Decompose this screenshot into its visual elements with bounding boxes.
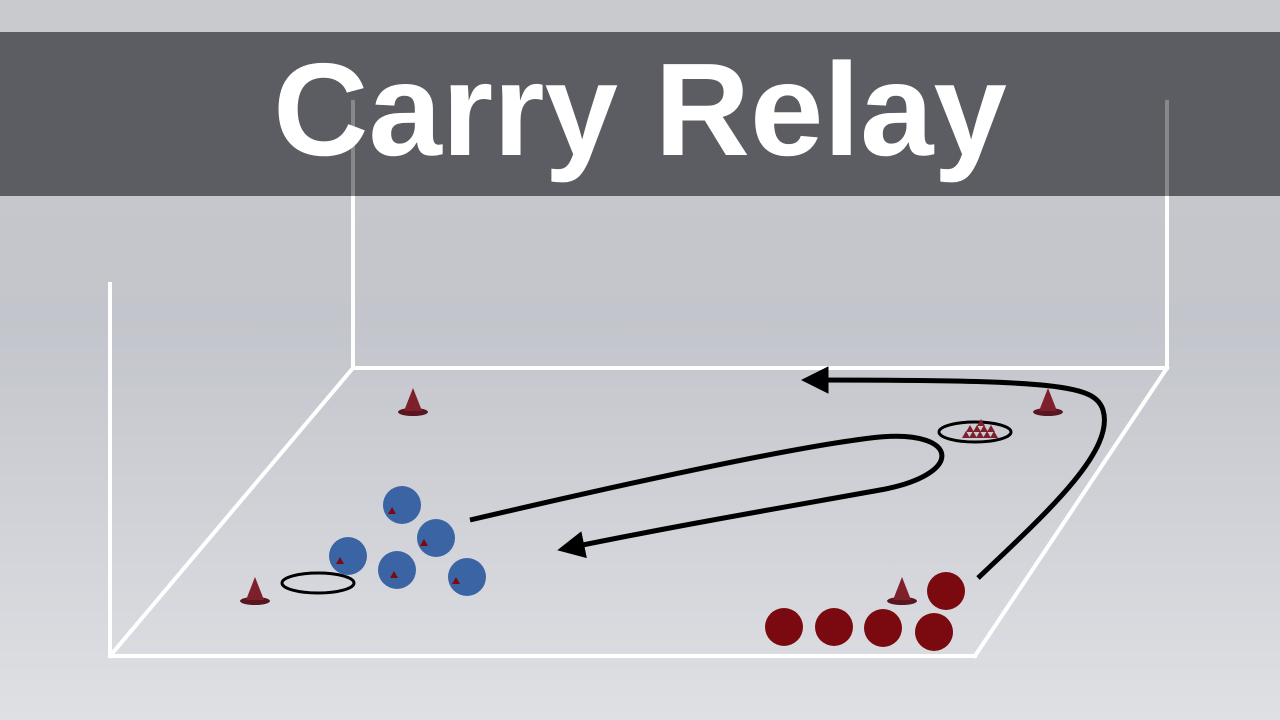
hoop-right: [937, 420, 1013, 444]
cone-front-right: [887, 577, 917, 605]
field-lines: [107, 98, 1170, 659]
blue-player: [383, 486, 421, 524]
title-banner: Carry Relay: [0, 32, 1280, 196]
cone-back-left: [398, 388, 428, 416]
blue-player: [329, 537, 367, 575]
arrow-return-path: [469, 433, 945, 559]
field-right-line: [972, 365, 1170, 659]
red-team: [765, 572, 965, 651]
red-player: [864, 609, 902, 647]
mini-cones-pile: [962, 419, 998, 438]
red-player: [915, 613, 953, 651]
red-player: [815, 608, 853, 646]
cone-back-right: [1033, 388, 1063, 416]
blue-player: [378, 551, 416, 589]
page-title: Carry Relay: [273, 36, 1007, 183]
cone-front-left: [240, 577, 270, 605]
red-player: [765, 608, 803, 646]
blue-player: [448, 558, 486, 596]
blue-player: [417, 519, 455, 557]
hoop-left: [280, 571, 356, 595]
blue-team: [329, 486, 486, 596]
red-player: [927, 572, 965, 610]
arrow-outer-path: [801, 366, 1107, 580]
field-left-line: [107, 365, 356, 659]
